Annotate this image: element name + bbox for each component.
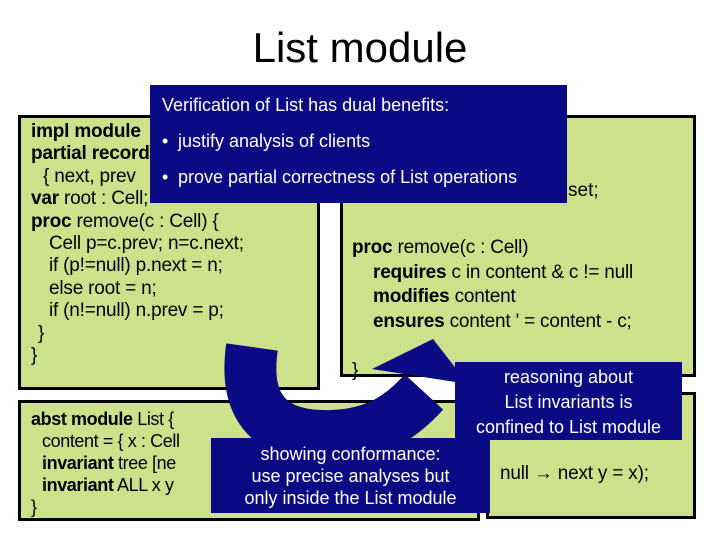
benefits-bullet-1-text: justify analysis of clients [178, 131, 371, 151]
invariant-fragment-text: null → next y = x); [500, 463, 649, 484]
benefits-bullet-1: • justify analysis of clients [162, 130, 557, 153]
benefits-title: Verification of List has dual benefits: [162, 95, 450, 115]
reasoning-line-1: reasoning about [503, 367, 634, 387]
spec-code: proc remove(c : Cell)requires c in conte… [352, 237, 634, 381]
conformance-line-3: only inside the List module [244, 488, 457, 508]
conformance-line-2: use precise analyses but [251, 466, 450, 486]
benefits-callout: Verification of List has dual benefits: … [150, 85, 567, 203]
slide-title: List module [252, 24, 468, 71]
spec-set-fragment: set; [568, 180, 599, 201]
conformance-line-1: showing conformance: [260, 444, 441, 464]
reasoning-callout: reasoning about List invariants is confi… [455, 362, 682, 440]
bullet-icon: • [162, 167, 169, 187]
benefits-bullet-2-text: prove partial correctness of List operat… [178, 167, 518, 187]
conformance-callout: showing conformance: use precise analyse… [211, 438, 490, 513]
reasoning-line-2: List invariants is [504, 392, 633, 412]
benefits-bullet-2: • prove partial correctness of List opera… [162, 166, 557, 189]
reasoning-line-3: confined to List module [475, 417, 662, 437]
bullet-icon: • [162, 131, 169, 151]
